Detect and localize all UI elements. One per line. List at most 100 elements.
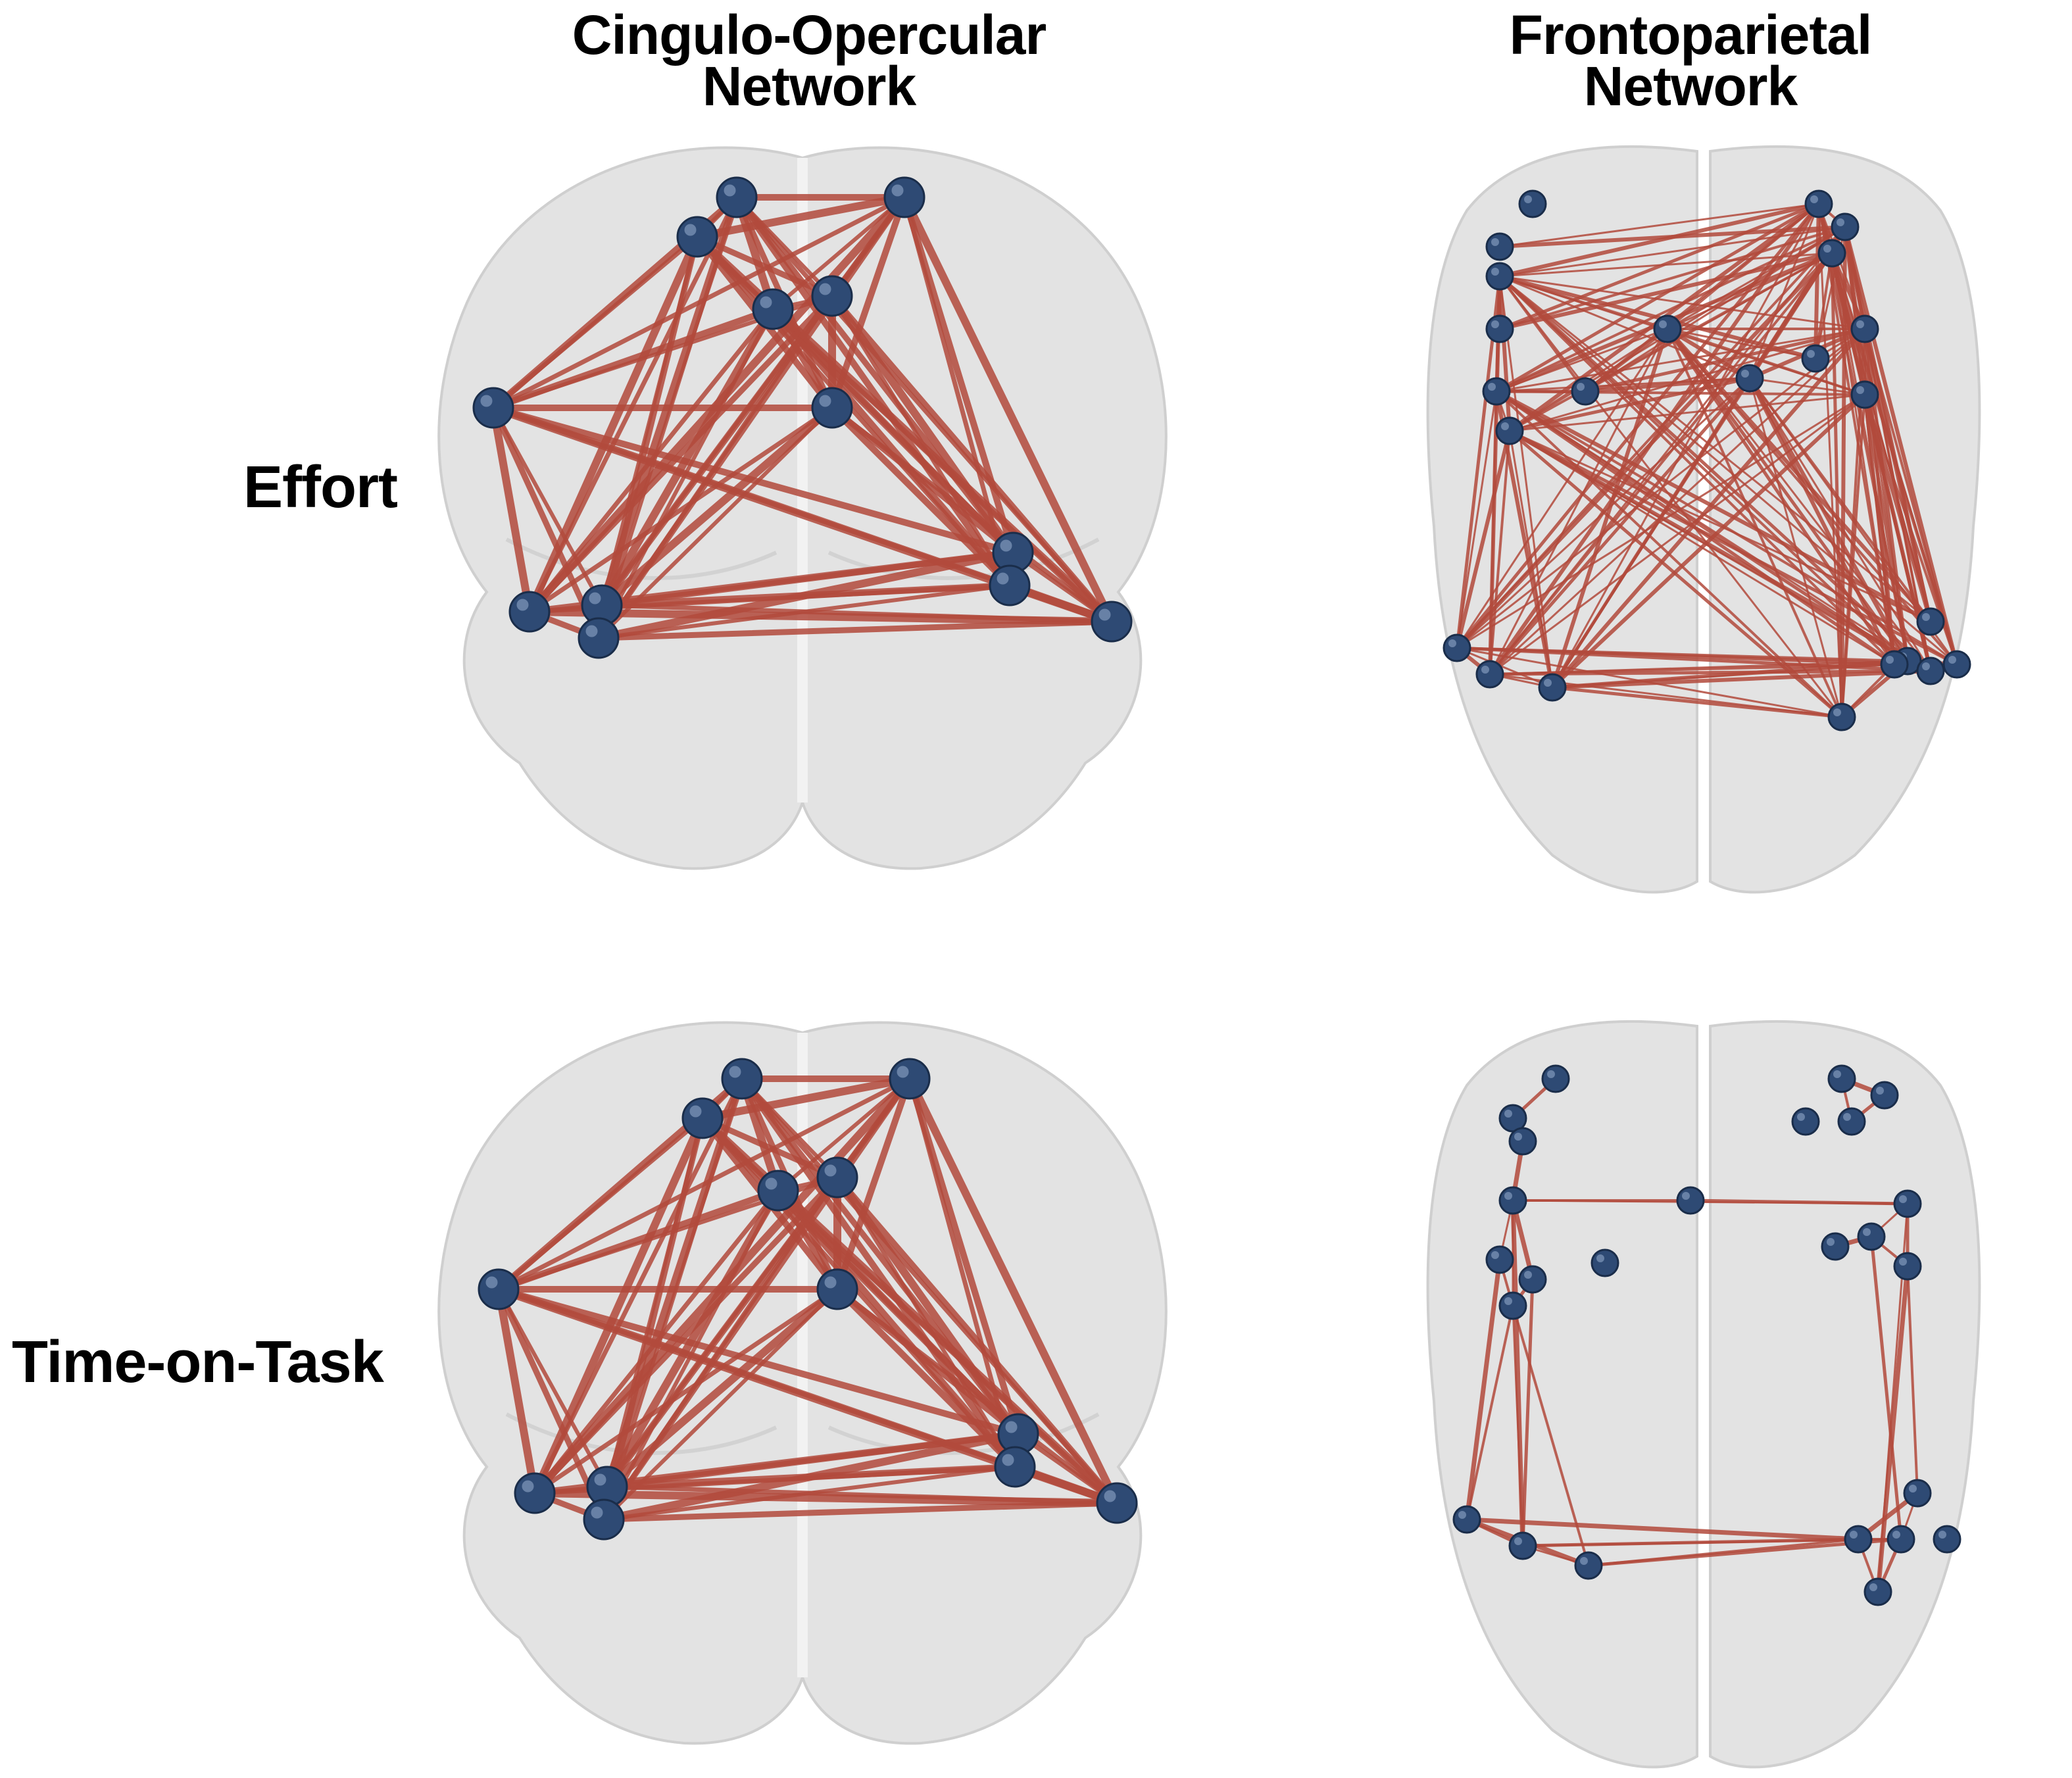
network-node	[1870, 1081, 1899, 1110]
network-edge	[601, 1115, 706, 1523]
node-highlight	[1491, 238, 1499, 246]
network-edge	[490, 405, 602, 641]
network-edge	[1498, 274, 1817, 360]
network-node	[1827, 703, 1856, 731]
network-node	[1485, 1245, 1514, 1274]
network-edge	[1863, 393, 1910, 663]
network-node	[1893, 1252, 1922, 1281]
network-edge	[491, 195, 907, 410]
network-edge	[1510, 1198, 1525, 1548]
network-edge	[604, 1174, 841, 1490]
network-node	[478, 1268, 520, 1310]
network-edge	[1494, 202, 1821, 393]
network-edge	[1551, 663, 1896, 689]
network-edge	[1498, 203, 1820, 248]
network-edge	[1495, 328, 1866, 393]
network-node	[1538, 673, 1567, 702]
network-edge	[1906, 1265, 1919, 1494]
axial-brain-graph	[1426, 145, 1981, 894]
column-title-line2: Network	[702, 55, 916, 117]
network-node	[1933, 1525, 1961, 1554]
network-node	[1443, 633, 1471, 662]
network-node	[1821, 1232, 1850, 1261]
node-highlight	[897, 1066, 909, 1078]
network-node	[752, 288, 794, 330]
network-edge	[531, 1174, 841, 1496]
node-highlight	[516, 599, 529, 611]
network-edge	[835, 1287, 1120, 1506]
network-edge	[490, 405, 1016, 556]
network-node	[1591, 1248, 1619, 1277]
network-edge	[1863, 393, 1896, 666]
network-edge	[699, 1075, 914, 1122]
network-edge	[603, 1285, 841, 1491]
node-highlight	[1837, 218, 1844, 226]
network-edge	[496, 1116, 705, 1292]
brain-panel-cingulo-opercular-effort	[408, 132, 1197, 895]
node-highlight	[729, 1066, 741, 1078]
network-edge	[1508, 429, 1933, 673]
network-node	[1735, 364, 1764, 393]
node-highlight	[689, 1105, 702, 1118]
column-title-frontoparietal: Frontoparietal Network	[1434, 7, 1947, 117]
network-node	[1096, 1482, 1138, 1524]
network-node	[1893, 1189, 1922, 1218]
network-edge	[906, 1075, 1121, 1507]
node-highlight	[824, 1164, 837, 1177]
nodes-group	[1452, 1064, 1961, 1606]
network-edge	[1498, 226, 1846, 330]
node-highlight	[1514, 1133, 1522, 1141]
network-node	[1485, 262, 1514, 291]
network-edge	[604, 1431, 1022, 1490]
column-title-line2: Network	[1583, 55, 1798, 117]
network-edge	[1498, 226, 1846, 278]
network-edge	[602, 1465, 1017, 1521]
node-highlight	[1909, 1485, 1917, 1493]
node-highlight	[1547, 1070, 1555, 1078]
network-edge	[599, 293, 835, 608]
network-edge	[527, 405, 835, 614]
network-node	[681, 1097, 724, 1139]
network-edge	[601, 1500, 1120, 1523]
network-edge	[1550, 685, 1844, 719]
network-edge	[1550, 327, 1867, 689]
network-edge	[1869, 1235, 1903, 1541]
node-highlight	[1002, 1454, 1014, 1466]
network-node	[1541, 1064, 1570, 1093]
network-node	[1574, 1551, 1603, 1580]
network-node	[1482, 377, 1511, 406]
network-edge	[495, 1286, 607, 1523]
network-edge	[1489, 430, 1511, 676]
network-node	[578, 617, 620, 659]
node-highlight	[1596, 1254, 1604, 1262]
network-node	[1903, 1479, 1932, 1508]
node-highlight	[1833, 1070, 1841, 1078]
network-node	[716, 176, 758, 218]
node-highlight	[1922, 662, 1930, 670]
network-node	[1831, 212, 1860, 241]
network-edge	[900, 193, 1116, 626]
network-edge	[1521, 1277, 1535, 1548]
network-edge	[770, 306, 1016, 556]
column-title-cingulo-opercular: Cingulo-Opercular Network	[500, 7, 1118, 117]
node-highlight	[1659, 320, 1667, 328]
network-edge	[1464, 1517, 1861, 1542]
node-highlight	[1833, 708, 1841, 716]
network-node	[1817, 239, 1846, 268]
network-edge	[1875, 1264, 1910, 1594]
node-highlight	[1504, 1110, 1512, 1118]
node-highlight	[1504, 1297, 1512, 1305]
node-highlight	[1514, 1537, 1522, 1545]
network-edge	[1456, 647, 1896, 666]
network-edge	[1863, 327, 1933, 624]
node-highlight	[1000, 539, 1012, 552]
network-edge	[1456, 393, 1866, 649]
node-highlight	[1886, 656, 1894, 664]
network-edge	[1666, 328, 1866, 396]
node-highlight	[1869, 1583, 1877, 1591]
brain-panel-cingulo-opercular-time-on-task	[408, 1006, 1197, 1769]
node-highlight	[1938, 1531, 1946, 1539]
network-edge	[495, 1285, 539, 1497]
network-edge	[1489, 393, 1866, 676]
network-edge	[598, 404, 836, 609]
